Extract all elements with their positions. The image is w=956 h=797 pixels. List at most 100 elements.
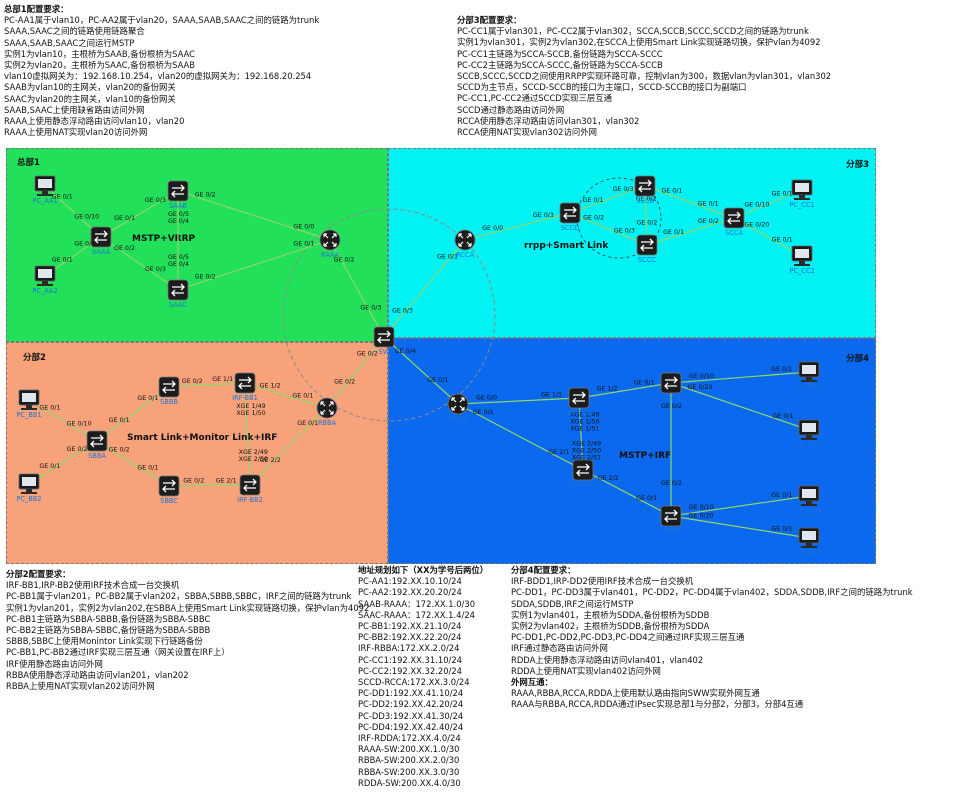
port-label: GE 0/2 bbox=[636, 219, 657, 226]
port-label: GE 0/1 bbox=[636, 495, 657, 502]
address-plan-line: SAAB-RAAA：172.XX.1.0/30 bbox=[358, 598, 476, 609]
device-label: SBBC bbox=[160, 497, 178, 505]
port-label: GE 0/1 bbox=[661, 187, 682, 194]
rdda-router-icon[interactable]: RDDA bbox=[447, 393, 469, 423]
address-plan-line: IRF-RBBA:172.XX.2.0/24 bbox=[358, 643, 460, 654]
pc-dd4-pc-icon[interactable]: PC_DD4 bbox=[796, 527, 822, 557]
port-label: GE 0/1 bbox=[292, 393, 313, 400]
pc-aa1-pc-icon[interactable]: PC_AA1 bbox=[32, 175, 58, 205]
device-label: SDDB bbox=[662, 527, 681, 535]
hq-config-line: vlan10虚拟网关为：192.168.10.254，vlan20的虚拟网关为：… bbox=[4, 71, 312, 82]
link-rcca-sccd bbox=[464, 212, 571, 241]
port-label: GE 0/20 bbox=[67, 446, 92, 453]
wan-interconnect-title: 外网互通： bbox=[511, 677, 553, 688]
sccb-switch-icon[interactable]: SCCB bbox=[634, 175, 656, 205]
port-label: XGE 2/50 bbox=[239, 456, 268, 463]
sdda-switch-icon[interactable]: SDDA bbox=[660, 372, 682, 402]
irf-dd1-switch-icon[interactable]: IRF-DD1 bbox=[565, 387, 593, 417]
port-label: GE 0/3 bbox=[360, 305, 381, 312]
port-label: GE 0/1 bbox=[772, 237, 793, 244]
port-label: GE 0/2 bbox=[661, 403, 682, 410]
hq-config-line: RAAA上使用NAT实现vlan20访问外网 bbox=[4, 127, 148, 138]
branch2-config-line: PC-BB1,PC-BB2通过IRF实现三层互通（网关设置在IRF上） bbox=[6, 647, 230, 658]
address-plan-line: PC-CC2:192.XX.32.20/24 bbox=[358, 665, 463, 676]
sbba-switch-icon[interactable]: SBBA bbox=[86, 430, 108, 460]
branch3-config-line: PC-CC1,PC-CC2通过SCCD实现三层互通 bbox=[457, 93, 613, 104]
pc-dd3-pc-icon[interactable]: PC_DD3 bbox=[796, 485, 822, 515]
address-plan-line: PC-DD3:192.XX.41.30/24 bbox=[358, 710, 464, 721]
link-sbba-sbbb bbox=[96, 386, 170, 442]
address-plan-line: SCCD-RCCA:172.XX.3.0/24 bbox=[358, 677, 470, 688]
wan-interconnect-line: RAAA与RBBA,RCCA,RDDA通过IPsec实现总部1与分部2，分部3，… bbox=[511, 699, 804, 710]
branch3-config-lines: PC-CC1属于vlan301，PC-CC2属于vlan302，SCCA,SCC… bbox=[457, 26, 831, 138]
saac-switch-icon[interactable]: SAAC bbox=[167, 279, 189, 309]
port-label: GE 0/1 bbox=[293, 241, 314, 248]
saab-switch-icon[interactable]: SAAB bbox=[167, 180, 189, 210]
hq-config-block: 总部1配置要求： PC-AA1属于vlan10，PC-AA2属于vlan20，S… bbox=[4, 4, 319, 138]
pc-bb2-pc-icon[interactable]: PC_BB2 bbox=[16, 473, 42, 503]
hq-config-line: RAAA上使用静态浮动路由访问vlan10，vlan20 bbox=[4, 116, 185, 127]
link-sddb-pc-dd3 bbox=[670, 495, 810, 517]
port-label: GE 0/3 bbox=[614, 227, 635, 234]
sbbb-switch-icon[interactable]: SBBB bbox=[158, 376, 180, 406]
port-label: GE 1/2 bbox=[260, 383, 281, 390]
scca-switch-icon[interactable]: SCCA bbox=[723, 207, 745, 237]
port-label: XGE 2/49 bbox=[572, 440, 601, 447]
pc-dd1-pc-icon[interactable]: PC_DD1 bbox=[796, 361, 822, 391]
link-saaa-saac bbox=[100, 236, 179, 291]
port-label: GE 0/20 bbox=[689, 512, 714, 519]
pc-cc1-pc-icon[interactable]: PC_CC1 bbox=[789, 179, 815, 209]
zone-branch2: 分部2 bbox=[6, 342, 388, 564]
port-label: GE 0/2 bbox=[109, 447, 130, 454]
device-label: SBBA bbox=[88, 452, 106, 460]
irf-bb1-switch-icon[interactable]: IRF-BB1 bbox=[232, 372, 258, 402]
irf-dd2-switch-icon[interactable]: IRF-DD2 bbox=[569, 459, 597, 489]
links-layer bbox=[28, 185, 810, 539]
zone-branch2-title: 分部2 bbox=[23, 353, 46, 363]
link-rdda-irf-dd2 bbox=[457, 403, 584, 471]
wan-interconnect-line: RAAA,RBBA,RCCA,RDDA上使用默认路由指向SWW实现外网互通 bbox=[511, 688, 760, 699]
branch2-config-line: 实例1为vlan201，实例2为vlan202,在SBBA上使用Smart Li… bbox=[6, 602, 370, 613]
pc-dd2-pc-icon[interactable]: PC_DD2 bbox=[796, 419, 822, 449]
device-label: SCCB bbox=[636, 197, 654, 205]
port-label: XGE 1/49 bbox=[570, 412, 599, 419]
sccc-switch-icon[interactable]: SCCC bbox=[636, 234, 658, 264]
pc-bb1-pc-icon[interactable]: PC_BB1 bbox=[16, 389, 42, 419]
rbba-router-icon[interactable]: RBBA bbox=[316, 397, 338, 427]
address-plan-line: RAAA-SW:200.XX.1.0/30 bbox=[358, 744, 460, 755]
pc-cc2-pc-icon[interactable]: PC_CC2 bbox=[789, 245, 815, 275]
sddb-switch-icon[interactable]: SDDB bbox=[660, 505, 682, 535]
hq-config-lines: PC-AA1属于vlan10，PC-AA2属于vlan20，SAAA,SAAB,… bbox=[4, 15, 319, 138]
sbbc-switch-icon[interactable]: SBBC bbox=[158, 475, 180, 505]
sw-switch-icon[interactable]: SW bbox=[373, 326, 395, 356]
zone-hq-title: 总部1 bbox=[17, 158, 40, 168]
rcca-router-icon[interactable]: RCCA bbox=[454, 229, 476, 259]
port-label: GE 0/2 bbox=[334, 256, 355, 263]
address-plan-line: PC-DD1:192.XX.41.10/24 bbox=[358, 688, 464, 699]
saaa-switch-icon[interactable]: SAAA bbox=[90, 226, 112, 256]
sccd-switch-icon[interactable]: SCCD bbox=[559, 202, 581, 232]
raaa-router-icon[interactable]: RAAA bbox=[319, 229, 341, 259]
port-label: GE 0/4 bbox=[168, 218, 189, 225]
branch4-config-line: RDDA上使用NAT实现vlan402访问外网 bbox=[511, 665, 661, 676]
address-plan-line: PC-DD2:192.XX.42.20/24 bbox=[358, 699, 464, 710]
link-rdda-irf-dd1 bbox=[457, 397, 580, 405]
branch3-config-line: PC-CC1属于vlan301，PC-CC2属于vlan302，SCCA,SCC… bbox=[457, 26, 809, 37]
branch2-config-line: PC-BB1主链路为SBBA-SBBB,备份链路为SBBA-SBBC bbox=[6, 613, 211, 624]
device-label: RBBA bbox=[318, 419, 337, 427]
device-label: PC_AA1 bbox=[32, 197, 57, 205]
port-label: XGE 1/50 bbox=[570, 419, 599, 426]
address-plan-line: PC-BB1:192.XX.21.10/24 bbox=[358, 621, 462, 632]
branch3-config-block: 分部3配置要求： PC-CC1属于vlan301，PC-CC2属于vlan302… bbox=[457, 15, 831, 138]
port-label: GE 0/10 bbox=[67, 421, 92, 428]
pc-aa2-pc-icon[interactable]: PC_AA2 bbox=[32, 265, 58, 295]
address-plan-line: SAAC-RAAA：172.XX.1.4/24 bbox=[358, 609, 475, 620]
zone-branch4-title: 分部4 bbox=[846, 354, 869, 364]
hq-config-line: SAAC为vlan20的主网关，vlan10的备份网关 bbox=[4, 93, 176, 104]
device-label: PC_DD2 bbox=[796, 441, 822, 449]
irf-bb2-switch-icon[interactable]: IRF-BB2 bbox=[237, 474, 263, 504]
port-label: XGE 1/50 bbox=[236, 410, 265, 417]
